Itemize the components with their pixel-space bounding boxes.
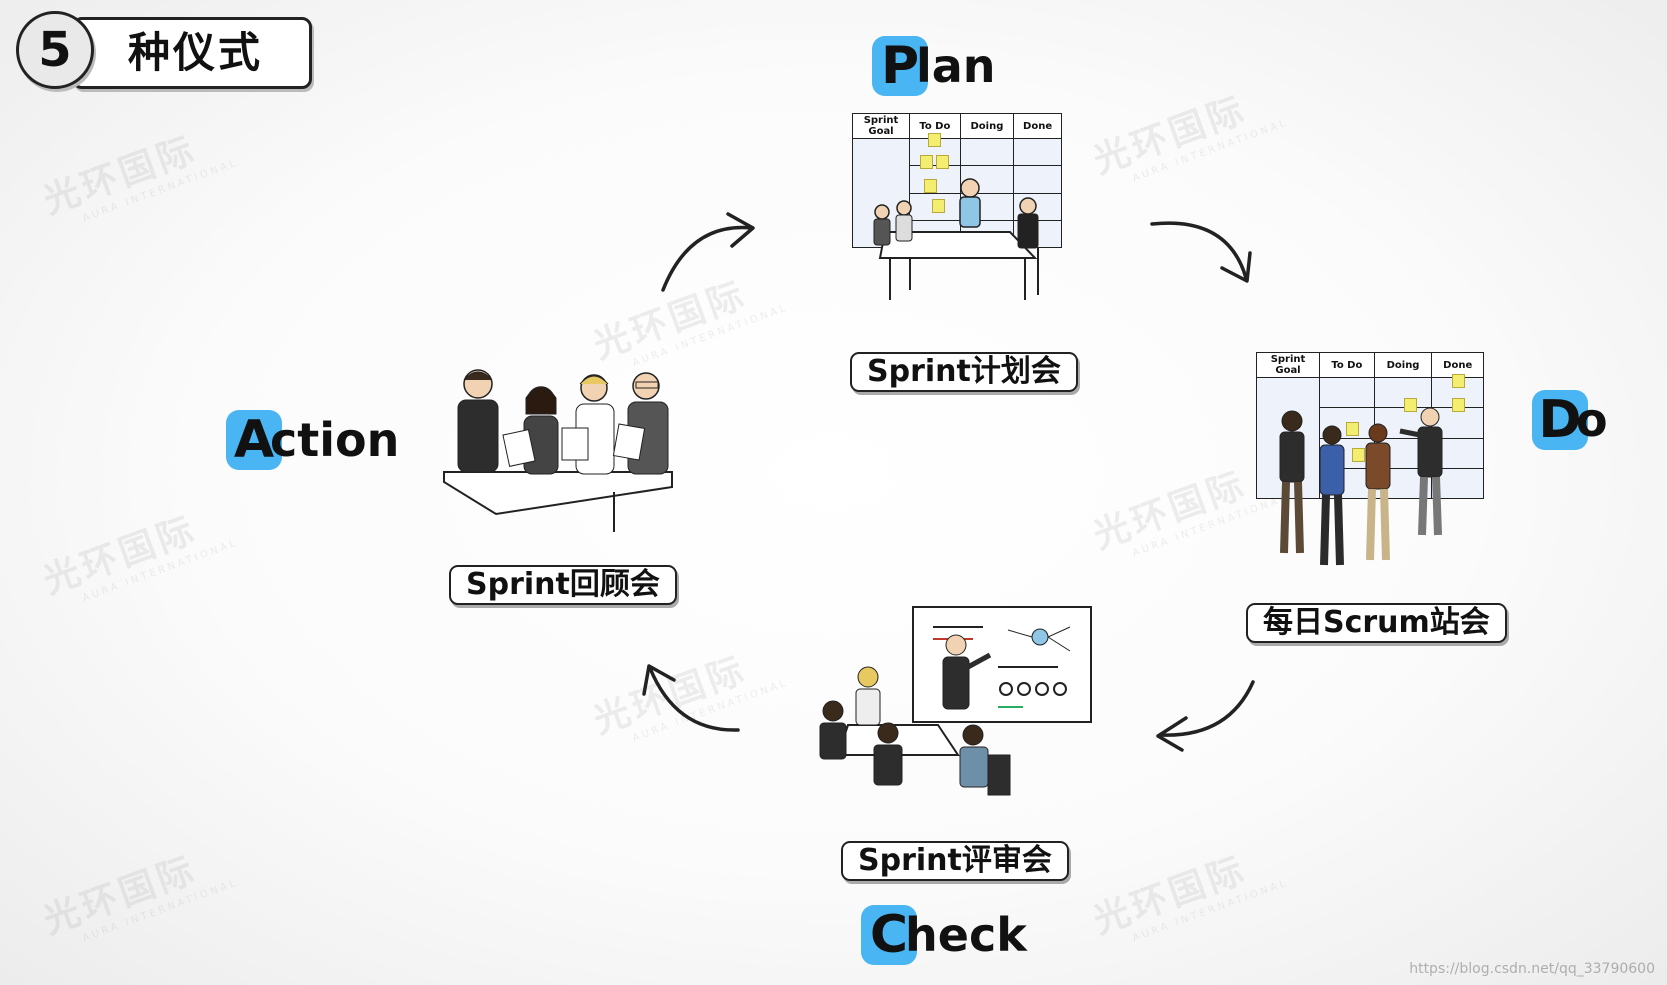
board-header-doing: Doing [1373,352,1433,378]
sticky-note [1452,374,1465,388]
sticky-note [1346,422,1359,436]
arrow-action-to-plan [661,225,754,292]
label-check-rest: heck [905,908,1027,962]
action-retrospective-illustration [443,369,673,532]
plan-meeting-illustration [873,178,1039,300]
meeting-sprint-review: Sprint评审会 [841,841,1069,881]
board-header-doing: Doing [959,113,1015,139]
do-standup-illustration [1279,407,1443,566]
meeting-sprint-retrospective: Sprint回顾会 [449,565,677,605]
arrow-do-to-check [1158,680,1255,737]
meeting-daily-scrum: 每日Scrum站会 [1246,603,1507,643]
board-header-goal: Sprint Goal [1256,352,1320,378]
meeting-sprint-planning: Sprint计划会 [850,352,1078,392]
label-action-initial: A [226,410,282,470]
title-badge-number: 5 [16,11,94,89]
sticky-note [1404,398,1417,412]
label-check-initial: C [861,905,917,965]
board-header-done: Done [1431,352,1484,378]
title-badge-text: 种仪式 [128,28,264,77]
sticky-note [1352,448,1365,462]
source-url: https://blog.csdn.net/qq_33790600 [1409,961,1655,977]
label-check: C heck [861,903,1027,967]
label-do: D o [1532,388,1608,452]
label-action-rest: ction [270,413,400,467]
title-badge-frame [72,17,312,89]
label-plan-initial: P [872,36,928,96]
label-do-initial: D [1532,390,1588,450]
sticky-note [936,155,949,169]
sticky-note [1452,398,1465,412]
sticky-note [928,133,941,147]
label-do-rest: o [1576,393,1608,447]
sticky-note [920,155,933,169]
board-header-done: Done [1013,113,1062,139]
label-plan-rest: lan [916,39,996,93]
label-plan: P lan [872,34,996,98]
sticky-note [932,199,945,213]
arrow-check-to-action [648,666,740,732]
arrow-plan-to-do [1150,221,1248,280]
sticky-note [924,179,937,193]
check-review-illustration [819,606,1092,796]
label-action: A ction [226,408,399,472]
